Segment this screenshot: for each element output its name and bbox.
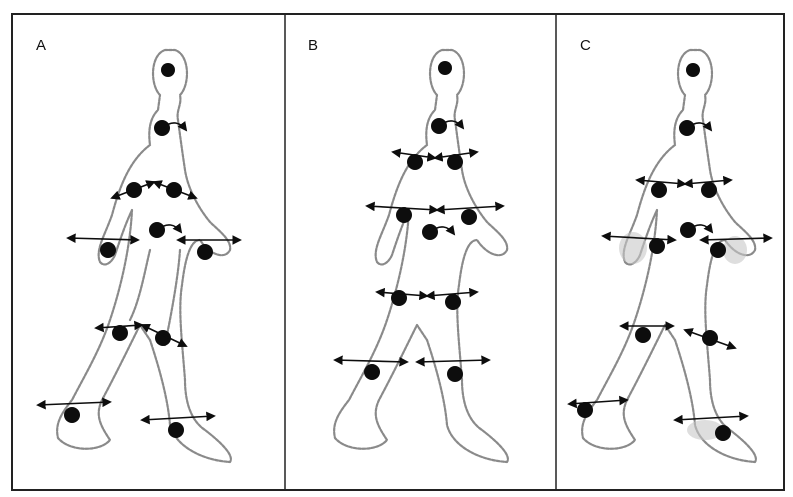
joint-marker-icon	[701, 182, 717, 198]
joint-marker-icon	[715, 425, 731, 441]
panel-label-c: C	[580, 37, 591, 54]
joint-marker-icon	[461, 209, 477, 225]
joint-marker-icon	[197, 244, 213, 260]
joint-marker-icon	[161, 63, 175, 77]
walking-figure-outline	[334, 50, 508, 462]
shaded-region	[723, 236, 747, 264]
panel-label-a: A	[36, 37, 46, 54]
joint-marker-icon	[100, 242, 116, 258]
joint-marker-icon	[391, 290, 407, 306]
joint-marker-icon	[447, 366, 463, 382]
joint-marker-icon	[651, 182, 667, 198]
walking-figure-outline	[582, 50, 756, 462]
joint-marker-icon	[396, 207, 412, 223]
double-arrow-icon	[38, 123, 240, 420]
joint-marker-icon	[577, 402, 593, 418]
panel-c	[569, 50, 771, 462]
panel-b	[334, 50, 508, 462]
joint-marker-icon	[635, 327, 651, 343]
joint-marker-icon	[686, 63, 700, 77]
joint-marker-icon	[64, 407, 80, 423]
joint-marker-icon	[649, 238, 665, 254]
joint-marker-icon	[438, 61, 452, 75]
panel-a	[38, 50, 240, 462]
panel-label-b: B	[308, 37, 318, 54]
joint-marker-icon	[445, 294, 461, 310]
joint-marker-icon	[710, 242, 726, 258]
joint-marker-icon	[168, 422, 184, 438]
joint-marker-icon	[702, 330, 718, 346]
double-arrow-icon	[569, 123, 771, 420]
joint-marker-icon	[364, 364, 380, 380]
